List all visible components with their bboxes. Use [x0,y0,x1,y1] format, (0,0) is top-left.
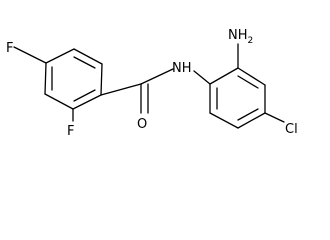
ring-a-bond-3 [44,62,47,95]
chlorine-label: Cl [285,122,298,137]
ring-b-bond-5 [209,112,239,129]
amide-nh-label: NH [172,61,192,76]
aminochlorophenyl-ring [209,67,266,129]
ring-a-bond-5 [72,94,102,110]
fluorine-label-top: F [6,41,13,56]
bond-c4-fluorine [13,46,47,64]
ring-b-double-1 [237,75,259,89]
ring-a-bond-2 [45,48,75,64]
bond-ring-chlorine [264,112,285,123]
carbonyl-oxygen-label: O [137,117,147,132]
ring-b-bond-1 [209,67,239,85]
ring-a-bond-1 [73,48,103,65]
bond-ring-carbonyl [100,83,142,96]
difluorophenyl-ring [44,48,103,110]
molecule-structure: F F O NH NH2 Cl [6,28,298,139]
ring-a-bond-6 [100,63,103,96]
ring-a-double-3 [73,89,96,102]
ring-b-double-2 [237,108,259,121]
amino-group-label: NH2 [228,28,253,46]
ring-b-bond-4 [237,112,266,129]
fluorine-label-bottom: F [67,124,74,139]
ring-a-bond-4 [44,93,74,110]
ring-b-bond-2 [237,67,266,86]
molecule-canvas: F F O NH NH2 Cl [6,28,298,139]
ring-a-double-1 [73,56,96,69]
bond-nh-ring [193,70,211,85]
bond-carbonyl-nh [140,68,174,85]
